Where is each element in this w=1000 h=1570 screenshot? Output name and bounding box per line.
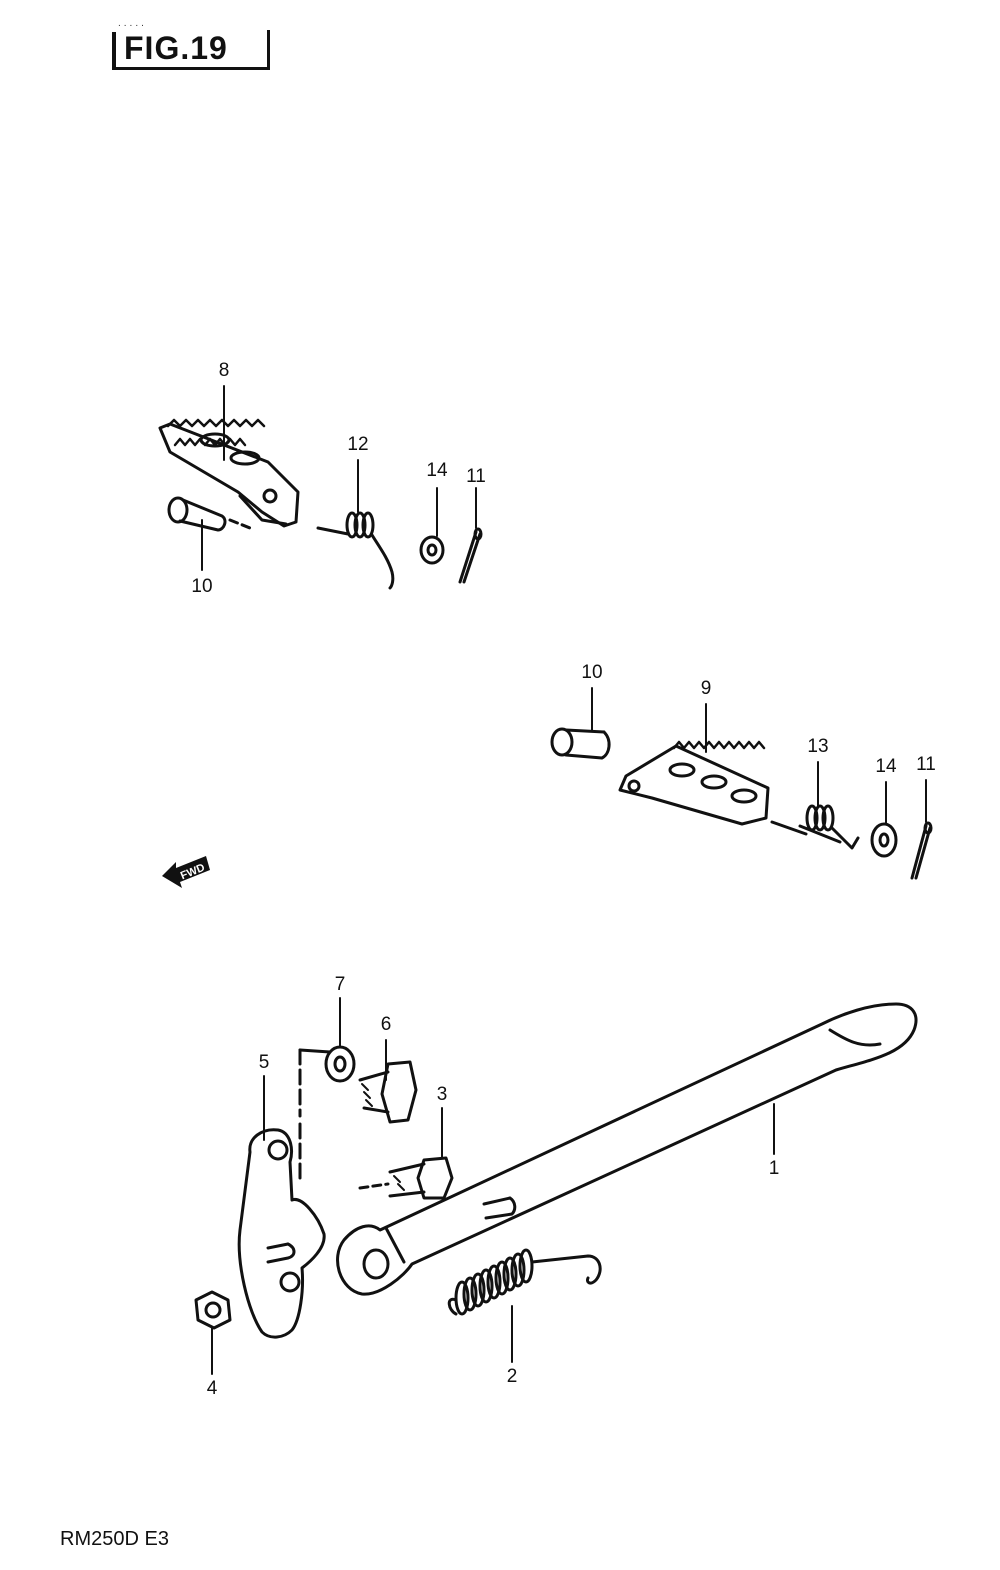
callout-14: 14	[875, 756, 897, 777]
callout-11: 11	[916, 754, 936, 775]
callout-5: 5	[259, 1052, 270, 1073]
nut-4	[194, 1290, 232, 1330]
callout-1: 1	[769, 1158, 780, 1179]
cotter-pin-right	[910, 821, 933, 880]
callout-12: 12	[347, 434, 368, 455]
washer-7	[324, 1045, 356, 1083]
callout-9: 9	[701, 678, 712, 699]
callout-3: 3	[437, 1084, 448, 1105]
title-box-right-bar	[267, 30, 270, 70]
clevis-pin-right	[550, 727, 611, 760]
bolt-3	[358, 1156, 454, 1200]
leader-lines	[201, 385, 927, 1375]
title-dots: .....	[118, 18, 147, 29]
fwd-label: FWD	[179, 862, 207, 883]
callout-8: 8	[219, 360, 230, 381]
clevis-pin-left	[167, 496, 252, 532]
bolt-6	[358, 1060, 418, 1124]
fwd-arrow-icon: FWD	[162, 856, 210, 888]
callout-11: 11	[466, 466, 486, 487]
callout-7: 7	[335, 974, 346, 995]
side-stand	[336, 1002, 918, 1296]
washer-right	[870, 822, 898, 858]
figure-title-box: FIG.19	[112, 30, 270, 70]
footrest-left	[158, 418, 300, 528]
footrest-right	[618, 740, 770, 826]
model-code: RM250D E3	[60, 1528, 169, 1550]
title-box-underline	[112, 67, 270, 70]
callout-10: 10	[191, 576, 212, 597]
figure-title: FIG.19	[124, 30, 228, 66]
stand-bracket	[237, 1048, 332, 1339]
spring-2	[447, 1248, 602, 1316]
callout-4: 4	[207, 1378, 218, 1399]
callout-2: 2	[507, 1366, 518, 1387]
spring-right	[770, 804, 860, 850]
cotter-pin-left	[458, 527, 483, 584]
spring-left	[316, 511, 395, 590]
washer-left	[419, 535, 445, 565]
callout-6: 6	[381, 1014, 392, 1035]
callout-14: 14	[426, 460, 448, 481]
callout-13: 13	[807, 736, 828, 757]
callout-10: 10	[581, 662, 602, 683]
title-box-left-bar	[112, 32, 116, 68]
